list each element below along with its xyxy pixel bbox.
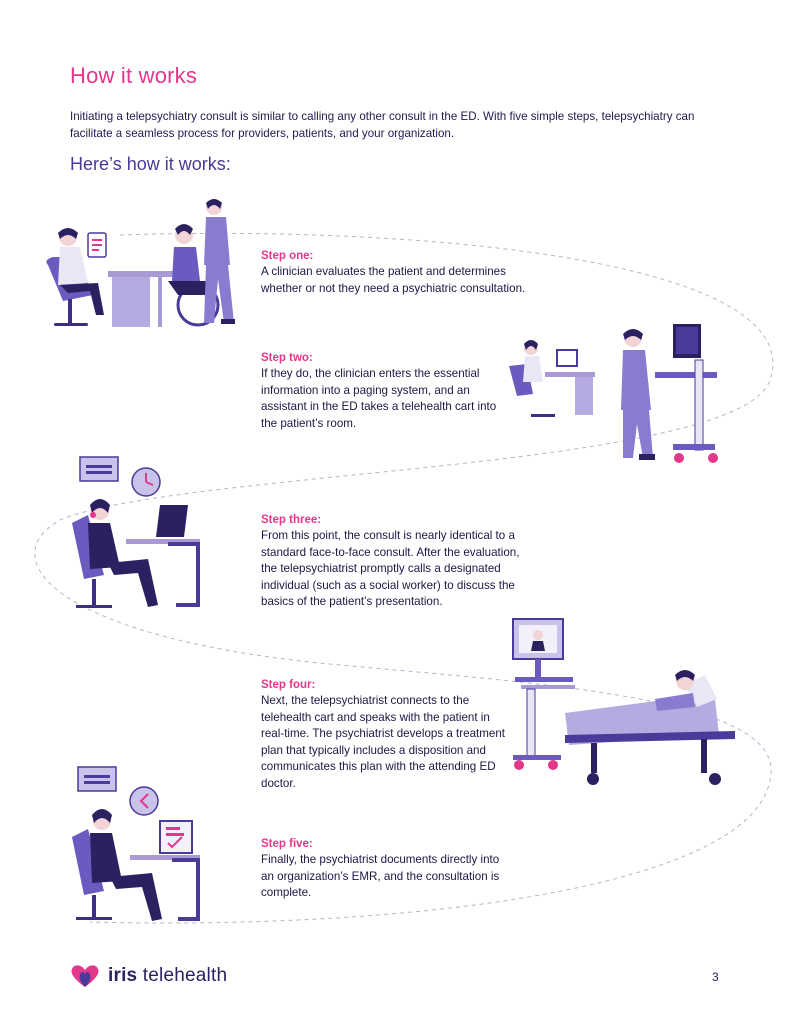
section-subtitle: Here’s how it works:	[70, 154, 231, 174]
documenting-illustration	[72, 766, 200, 921]
step-two: Step two: If they do, the clinician ente…	[261, 350, 506, 432]
wall-vent-icon	[77, 766, 117, 792]
page-title: How it works	[70, 63, 198, 88]
footer-logo: iris telehealth	[70, 963, 227, 989]
intro-paragraph: Initiating a telepsychiatry consult is s…	[70, 110, 695, 140]
step-label: Step two:	[261, 352, 313, 364]
step-four: Step four: Next, the telepsychiatrist co…	[261, 677, 506, 793]
step-text: Finally, the psychiatrist documents dire…	[261, 853, 500, 900]
page-number: 3	[712, 970, 719, 984]
step-text: A clinician evaluates the patient and de…	[261, 265, 526, 295]
iris-logo-icon	[71, 965, 99, 987]
step-label: Step one:	[261, 250, 314, 262]
step-label: Step four:	[261, 679, 316, 691]
step-five: Step five: Finally, the psychiatrist doc…	[261, 836, 506, 902]
clock-icon	[129, 786, 159, 816]
step-three: Step three: From this point, the consult…	[261, 512, 531, 611]
clinic-scene-illustration	[46, 199, 235, 327]
step-one: Step one: A clinician evaluates the pati…	[261, 248, 531, 297]
wall-vent-icon	[79, 456, 119, 482]
step-label: Step three:	[261, 514, 322, 526]
brand-name: iris telehealth	[108, 965, 227, 987]
step-text: From this point, the consult is nearly i…	[261, 529, 520, 609]
hospital-bed-illustration	[512, 618, 735, 785]
telehealth-cart-illustration	[509, 324, 718, 463]
brand-bold: iris	[108, 965, 138, 986]
phone-call-illustration	[72, 456, 200, 608]
clock-icon	[131, 467, 161, 497]
step-text: If they do, the clinician enters the ess…	[261, 367, 497, 430]
step-label: Step five:	[261, 838, 313, 850]
step-text: Next, the telepsychiatrist connects to t…	[261, 694, 506, 790]
brand-rest: telehealth	[137, 965, 228, 986]
